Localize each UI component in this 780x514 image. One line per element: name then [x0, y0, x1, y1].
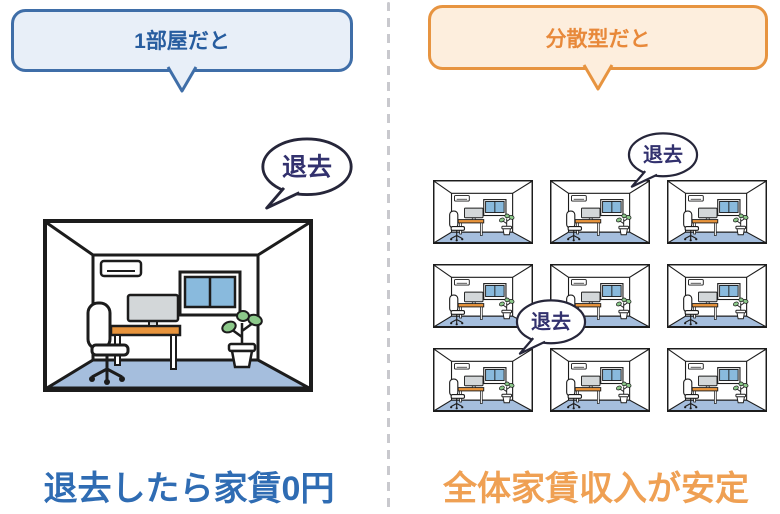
left-header-callout: 1部屋だと	[11, 9, 353, 93]
right-header-callout: 分散型だと	[428, 5, 768, 91]
caption-right: 全体家賃収入が安定	[443, 469, 749, 508]
speech-bubble-left: 退去	[259, 135, 355, 212]
room-illustration	[433, 348, 533, 412]
divider-dashed-line	[387, 2, 390, 510]
room-illustration	[433, 180, 533, 244]
speech-bubble-right-bottom-label: 退去	[531, 309, 571, 333]
right-header-label: 分散型だと	[546, 27, 651, 51]
caption-left: 退去したら家賃0円	[43, 469, 335, 508]
room-illustration	[550, 348, 650, 412]
room-illustration	[667, 264, 767, 328]
speech-bubble-right-bottom: 退去	[514, 297, 588, 357]
speech-bubble-right-top-label: 退去	[643, 142, 683, 166]
speech-bubble-left-label: 退去	[282, 153, 332, 181]
single-room-illustration	[43, 219, 313, 392]
room-illustration	[667, 348, 767, 412]
speech-bubble-right-top: 退去	[626, 130, 700, 190]
left-header-label: 1部屋だと	[134, 29, 230, 53]
